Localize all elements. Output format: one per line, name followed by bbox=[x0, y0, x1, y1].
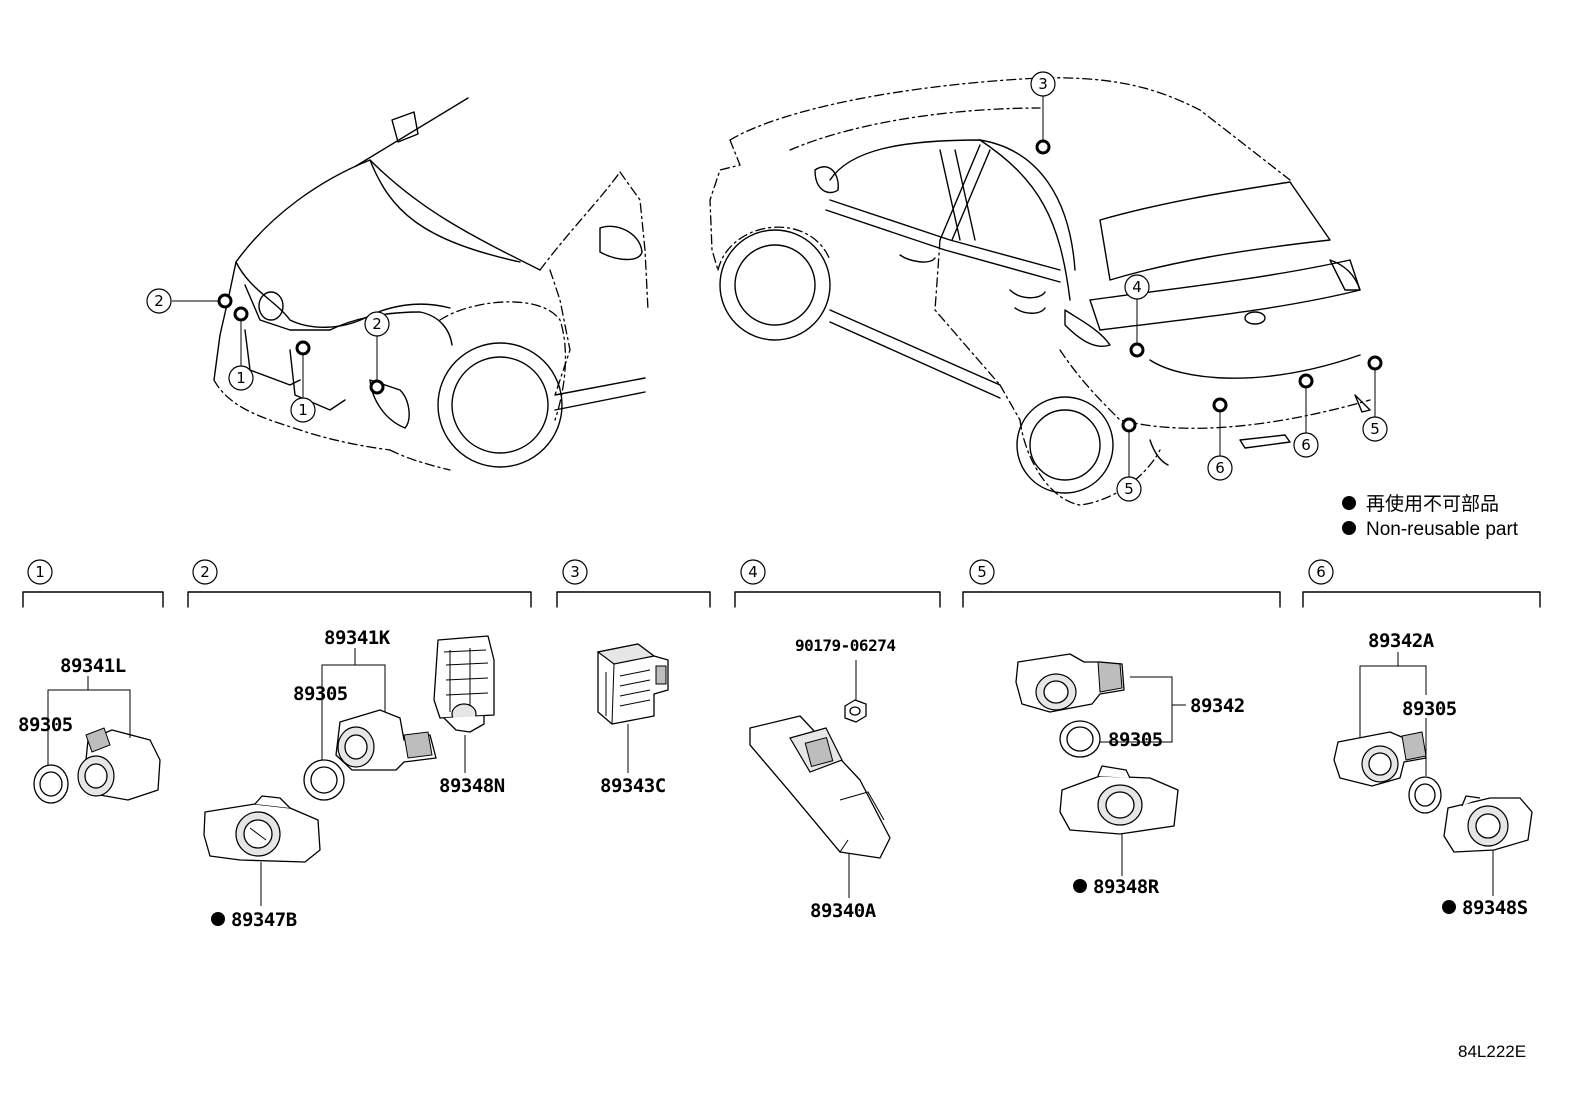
legend-english-text: Non-reusable part bbox=[1366, 519, 1519, 540]
callout-number: 6 bbox=[1215, 459, 1225, 477]
group-5-parts: 89342 89305 89348R bbox=[1015, 653, 1245, 898]
part-number-89348N: 89348N bbox=[439, 775, 505, 797]
front-callout-leaders bbox=[172, 300, 378, 398]
ultrasonic-sensor-drawing bbox=[77, 727, 161, 801]
ultrasonic-sensor-drawing bbox=[1015, 653, 1125, 713]
group-6-parts: 89342A 89305 89348S bbox=[1333, 630, 1533, 919]
sensor-bezel-drawing bbox=[1443, 795, 1533, 853]
callout-number: 6 bbox=[1301, 436, 1311, 454]
group-6-header: 6 bbox=[1302, 559, 1541, 608]
callout-number: 5 bbox=[1370, 420, 1380, 438]
group-number: 3 bbox=[570, 563, 580, 581]
part-number-89305: 89305 bbox=[1402, 698, 1457, 720]
rear-callout-5-left: 5 bbox=[1116, 476, 1142, 502]
part-number-89342: 89342 bbox=[1190, 695, 1245, 717]
part-number-89342A: 89342A bbox=[1368, 630, 1435, 652]
sensor-retainer-ring-drawing bbox=[303, 759, 345, 801]
legend-japanese-text: 再使用不可部品 bbox=[1366, 493, 1499, 515]
part-number-89343C: 89343C bbox=[600, 775, 666, 797]
rear-callout-3: 3 bbox=[1030, 71, 1056, 97]
front-callout-1-center: 1 bbox=[290, 397, 316, 423]
callout-number: 5 bbox=[1124, 480, 1134, 498]
rear-sensor-markers bbox=[1035, 139, 1383, 433]
front-car-illustration bbox=[213, 97, 649, 471]
part-number-89341L: 89341L bbox=[60, 655, 126, 677]
rear-callout-6-right: 6 bbox=[1293, 432, 1319, 458]
rear-callout-4: 4 bbox=[1124, 274, 1150, 300]
callout-number: 1 bbox=[298, 401, 308, 419]
callout-number: 3 bbox=[1038, 75, 1048, 93]
sensor-retainer-ring-drawing bbox=[1408, 776, 1442, 814]
ultrasonic-sensor-drawing bbox=[335, 709, 437, 771]
front-callout-2-right: 2 bbox=[364, 311, 390, 337]
sensor-bezel-drawing bbox=[1059, 765, 1179, 835]
sensor-ecu-module-drawing bbox=[596, 643, 669, 725]
part-number-89340A: 89340A bbox=[810, 900, 877, 922]
legend: 再使用不可部品 Non-reusable part bbox=[1342, 493, 1519, 540]
group-number: 6 bbox=[1316, 563, 1326, 581]
part-number-89305: 89305 bbox=[1108, 729, 1163, 751]
group-1-parts: 89341L 89305 bbox=[18, 655, 161, 804]
non-reusable-dot-icon bbox=[211, 912, 225, 926]
front-callout-2-left: 2 bbox=[146, 288, 172, 314]
rear-callout-6-left: 6 bbox=[1207, 455, 1233, 481]
sensor-retainer-ring-drawing bbox=[1059, 720, 1101, 758]
group-3-header: 3 bbox=[556, 559, 711, 608]
group-2-header: 2 bbox=[187, 559, 532, 608]
part-number-89347B: 89347B bbox=[231, 909, 297, 931]
ultrasonic-sensor-drawing bbox=[1333, 731, 1427, 787]
part-number-89305: 89305 bbox=[293, 683, 348, 705]
part-number-89305: 89305 bbox=[18, 714, 73, 736]
nut-drawing bbox=[844, 699, 867, 723]
sensor-bracket-drawing bbox=[433, 635, 495, 733]
part-number-89348R: 89348R bbox=[1093, 876, 1160, 898]
non-reusable-dot-icon bbox=[1073, 879, 1087, 893]
group-3-parts: 89343C bbox=[596, 643, 669, 797]
group-4-header: 4 bbox=[734, 559, 941, 608]
sensor-retainer-ring-drawing bbox=[33, 764, 69, 804]
group-1-header: 1 bbox=[22, 559, 164, 608]
front-sensor-markers bbox=[217, 293, 385, 395]
group-2-parts: 89341K 89305 89348N 89347B bbox=[203, 627, 505, 931]
callout-number: 4 bbox=[1132, 278, 1142, 296]
group-number: 4 bbox=[748, 563, 758, 581]
non-reusable-dot-icon bbox=[1342, 496, 1356, 510]
group-4-parts: 90179-06274 89340A bbox=[749, 636, 896, 922]
non-reusable-dot-icon bbox=[1442, 900, 1456, 914]
sensor-bezel-drawing bbox=[203, 795, 321, 863]
rear-car-illustration bbox=[709, 77, 1371, 506]
callout-number: 2 bbox=[154, 292, 164, 310]
callout-number: 1 bbox=[236, 369, 246, 387]
part-number-89341K: 89341K bbox=[324, 627, 391, 649]
group-number: 5 bbox=[977, 563, 987, 581]
front-callout-1-left: 1 bbox=[228, 365, 254, 391]
group-number: 1 bbox=[35, 563, 45, 581]
group-number: 2 bbox=[200, 563, 210, 581]
callout-number: 2 bbox=[372, 315, 382, 333]
rear-callout-leaders bbox=[1042, 96, 1376, 477]
group-5-header: 5 bbox=[962, 559, 1281, 608]
parking-assist-ecu-drawing bbox=[749, 715, 891, 859]
non-reusable-dot-icon bbox=[1342, 521, 1356, 535]
diagram-reference-code: 84L222E bbox=[1458, 1042, 1526, 1061]
rear-callout-5-right: 5 bbox=[1362, 416, 1388, 442]
part-number-89348S: 89348S bbox=[1462, 897, 1528, 919]
part-number-90179-06274: 90179-06274 bbox=[795, 636, 895, 655]
